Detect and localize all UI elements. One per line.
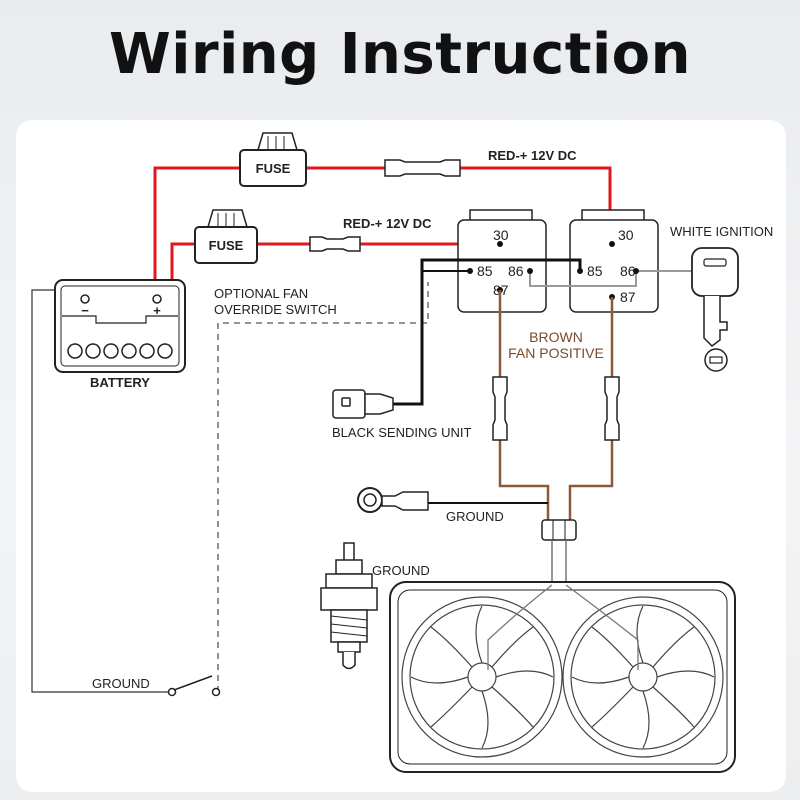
relay-left: 30 85 86 87 [457,209,547,313]
relay-right-pin86: 86 [620,263,636,279]
relay-left-pin85: 85 [477,263,493,279]
fan-wires [487,584,639,670]
black-sending-label: BLACK SENDING UNIT [332,425,471,440]
fuse-top-label: FUSE [256,161,291,176]
fuse-left: FUSE [194,209,258,264]
relay-right-pin30: 30 [618,227,634,243]
red-wire-label-mid: RED-+ 12V DC [343,216,432,231]
relay-right-pin87: 87 [620,289,636,305]
ignition-key-icon [691,247,739,372]
fuse-top: FUSE [239,132,307,187]
optional-label-2: OVERRIDE SWITCH [214,302,337,317]
red-wire-label-top: RED-+ 12V DC [488,148,577,163]
red-connector-mid [309,236,361,252]
dual-fan-assembly [389,581,736,773]
brown-wires [498,290,614,520]
battery-plus-label: + [153,303,161,318]
sending-unit-connector [332,389,394,419]
red-connector-top [384,159,461,177]
fan-connector-plug [541,519,577,585]
ground-sensor-label: GROUND [372,563,430,578]
relay-right-pin85: 85 [587,263,603,279]
fan-left [401,596,563,758]
relay-right: 30 85 86 87 [569,209,659,313]
ground-switch-label: GROUND [92,676,150,691]
ignition-wire [529,270,700,287]
relay-left-pin30: 30 [493,227,509,243]
brown-connector-right [604,376,620,441]
brown-connector-left [492,376,508,441]
fan-right [562,596,724,758]
fuse-left-label: FUSE [209,238,244,253]
ground-ring-terminal [357,487,548,513]
page-title: Wiring Instruction [108,22,691,87]
ground-ring-label: GROUND [446,509,504,524]
override-switch [167,675,221,697]
override-dashed-wire [217,282,429,692]
battery: − + BATTERY [54,279,186,390]
battery-minus-label: − [81,303,89,318]
white-ignition-label: WHITE IGNITION [670,224,773,239]
black-wire [393,258,582,406]
brown-label-1: BROWN [529,329,583,345]
temperature-sensor-icon [320,542,378,670]
battery-label: BATTERY [90,375,150,390]
battery-ground-wire [31,289,170,693]
relay-left-pin86: 86 [508,263,524,279]
optional-label-1: OPTIONAL FAN [214,286,308,301]
brown-label-2: FAN POSITIVE [508,345,604,361]
